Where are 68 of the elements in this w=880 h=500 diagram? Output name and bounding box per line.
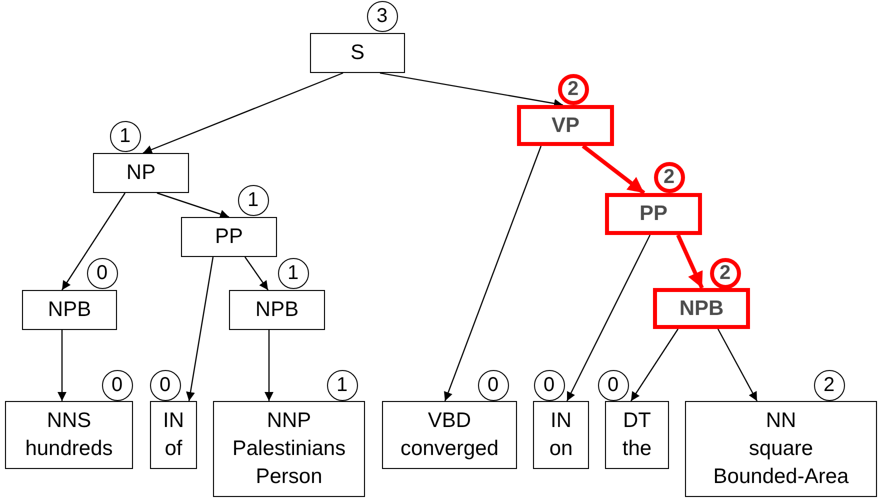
- tag-label: NPB: [48, 297, 92, 323]
- word-label: Palestinians: [232, 436, 346, 462]
- tag-label: NNP: [266, 408, 312, 434]
- word-box: [382, 401, 517, 469]
- count-circle: 1: [238, 184, 268, 216]
- count-circle: 3: [366, 0, 398, 32]
- word-label: hundreds: [25, 436, 113, 462]
- word-box: [605, 401, 669, 469]
- arrow: [582, 144, 646, 195]
- phrase-box: [22, 290, 117, 330]
- arrow: [676, 234, 704, 289]
- word-label: the: [622, 436, 652, 462]
- word-label: on: [549, 436, 573, 462]
- tag-label: S: [350, 40, 364, 66]
- phrase-box: [181, 217, 277, 257]
- count-circle: 2: [654, 162, 684, 192]
- phrase-box: [229, 290, 325, 330]
- tag-label: NPB: [255, 297, 299, 323]
- count-circle: 2: [814, 370, 844, 400]
- word-box: [685, 401, 877, 497]
- tag-label: VBD: [428, 408, 472, 434]
- phrase-box: [605, 193, 702, 235]
- arrow: [264, 330, 274, 401]
- word-label: Person: [256, 464, 322, 490]
- tag-label: IN: [163, 408, 184, 434]
- word-label: converged: [400, 436, 499, 462]
- tag-label: NP: [126, 160, 156, 186]
- count-circle: 2: [710, 258, 740, 288]
- arrow: [717, 328, 758, 402]
- tag-label: NNS: [46, 408, 92, 434]
- count-circle: 1: [278, 258, 308, 288]
- count-circle: 1: [326, 370, 358, 400]
- count-circle: 0: [102, 370, 132, 400]
- arrow: [156, 192, 230, 218]
- phrase-box: [93, 153, 189, 193]
- word-label: of: [164, 436, 182, 462]
- count-circle: 2: [558, 74, 588, 104]
- arrow: [58, 330, 66, 401]
- tag-label: DT: [623, 408, 651, 434]
- arrow: [62, 192, 126, 290]
- count-circle: 0: [86, 258, 118, 288]
- arrow: [186, 256, 214, 402]
- tag-label: IN: [550, 408, 572, 434]
- tag-label: NPB: [679, 296, 724, 322]
- arrow: [244, 256, 268, 290]
- tag-label: PP: [639, 201, 668, 227]
- tag-label: VP: [551, 112, 580, 138]
- word-box: [150, 401, 197, 469]
- count-circle: 1: [110, 120, 140, 152]
- arrow: [444, 146, 542, 402]
- word-box: [213, 401, 365, 497]
- arrow: [630, 328, 678, 402]
- word-box: [5, 401, 133, 469]
- phrase-box: [310, 33, 405, 73]
- word-box: [533, 401, 589, 469]
- word-label: Bounded-Area: [713, 464, 849, 490]
- count-circle: 0: [478, 370, 508, 400]
- count-circle: 0: [598, 370, 628, 400]
- word-label: square: [748, 436, 814, 462]
- arrow: [142, 72, 344, 154]
- arrow: [566, 234, 651, 402]
- arrow: [380, 72, 564, 108]
- tag-label: NN: [766, 408, 796, 434]
- count-circle: 0: [150, 370, 180, 400]
- count-circle: 0: [534, 370, 564, 400]
- phrase-box: [517, 105, 614, 146]
- phrase-box: [653, 288, 750, 329]
- tag-label: PP: [214, 224, 243, 250]
